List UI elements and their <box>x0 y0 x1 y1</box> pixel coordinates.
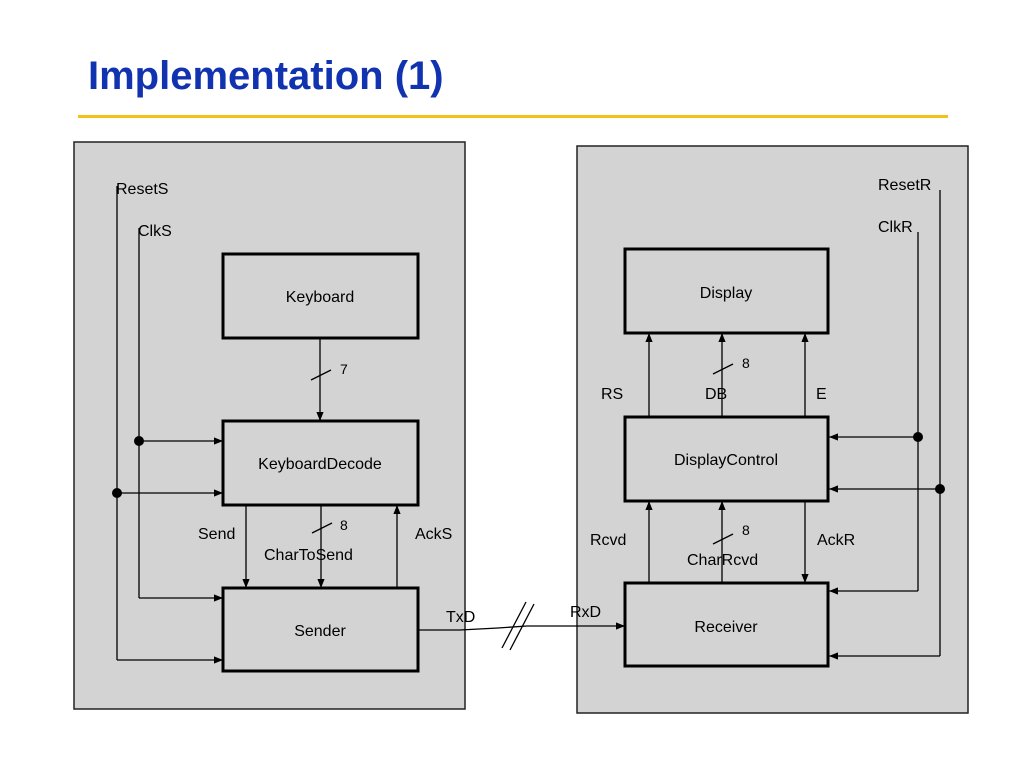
junction-dot <box>112 488 122 498</box>
display-block: Display <box>623 247 830 335</box>
db-label: DB <box>705 386 727 403</box>
clk-r-label: ClkR <box>878 219 913 236</box>
display-label: Display <box>700 285 752 302</box>
rcvd-label: Rcvd <box>590 532 626 549</box>
rxd-label: RxD <box>570 604 601 621</box>
ack-r-label: AckR <box>817 532 855 549</box>
txd-label: TxD <box>446 609 475 626</box>
reset-r-label: ResetR <box>878 177 931 194</box>
title-rule <box>78 115 948 118</box>
keyboard-block: Keyboard <box>221 252 420 340</box>
junction-dot <box>913 432 923 442</box>
keyboard-bus-width: 7 <box>340 361 348 377</box>
char-rcvd-label: CharRcvd <box>687 552 758 569</box>
clk-s-label: ClkS <box>138 223 172 240</box>
display-control-label: DisplayControl <box>674 452 778 469</box>
sender-block: Sender <box>221 586 420 673</box>
e-label: E <box>816 386 827 403</box>
keyboard-decode-block: KeyboardDecode <box>221 419 420 507</box>
char-to-send-bus-width: 8 <box>340 517 348 533</box>
junction-dot <box>935 484 945 494</box>
display-control-block: DisplayControl <box>623 415 830 503</box>
receiver-block: Receiver <box>623 581 830 668</box>
send-label: Send <box>198 526 235 543</box>
char-to-send-label: CharToSend <box>264 547 353 564</box>
db-bus-width: 8 <box>742 355 750 371</box>
keyboard-decode-label: KeyboardDecode <box>258 456 382 473</box>
sender-label: Sender <box>294 623 346 640</box>
receiver-label: Receiver <box>694 619 758 636</box>
slide-title: Implementation (1) <box>88 54 444 98</box>
receiver-wires <box>645 190 941 660</box>
char-rcvd-bus-width: 8 <box>742 522 750 538</box>
rs-label: RS <box>601 386 623 403</box>
ack-s-label: AckS <box>415 526 452 543</box>
reset-s-label: ResetS <box>116 181 168 198</box>
sender-wires <box>116 186 625 664</box>
junction-dot <box>134 436 144 446</box>
keyboard-label: Keyboard <box>286 289 355 306</box>
